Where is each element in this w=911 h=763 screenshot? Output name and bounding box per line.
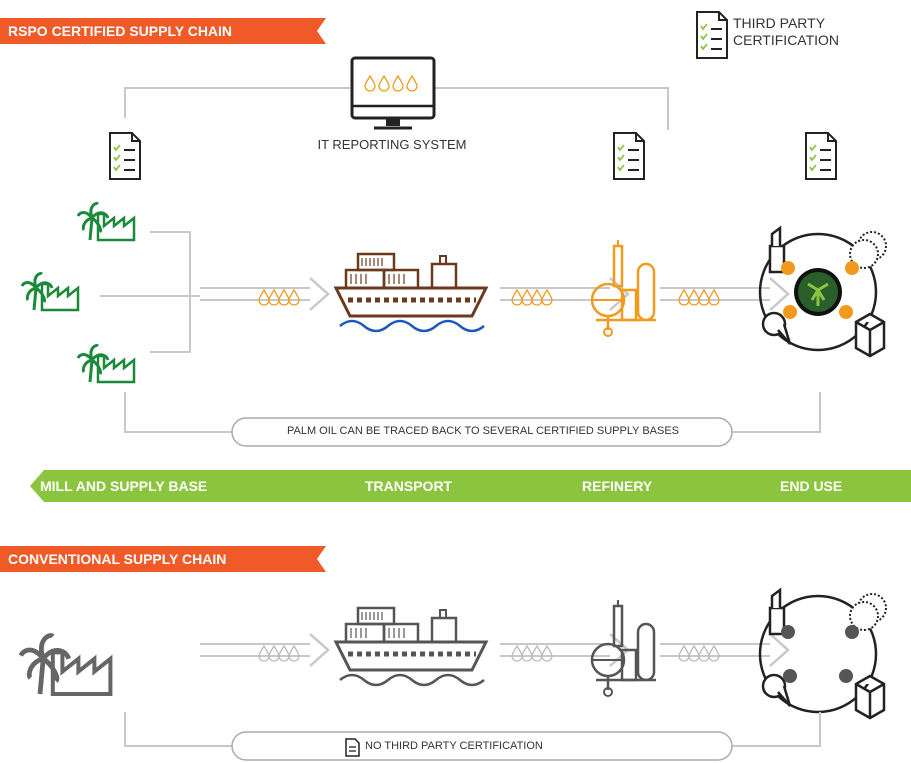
legend-label: THIRD PARTY CERTIFICATION [733, 15, 840, 48]
conventional-waves-icon [338, 673, 486, 687]
certification-doc-icon [613, 132, 645, 180]
monitor-icon [350, 56, 436, 130]
certification-doc-icon [805, 132, 837, 180]
certification-doc-icon [109, 132, 141, 180]
trace-pill [231, 417, 733, 447]
conventional-end-use-icon [758, 588, 888, 720]
stage-transport: TRANSPORT [365, 478, 453, 494]
conventional-bracket [124, 712, 821, 747]
rspo-banner: RSPO CERTIFIED SUPPLY CHAIN [0, 18, 326, 44]
stage-refinery: REFINERY [582, 478, 653, 494]
ship-icon [336, 254, 486, 316]
conventional-mill-icon [21, 636, 111, 694]
it-link-lines [124, 87, 669, 118]
stage-mill: MILL AND SUPPLY BASE [40, 478, 208, 494]
conventional-title: CONVENTIONAL SUPPLY CHAIN [8, 551, 227, 567]
flow-arrow [658, 276, 790, 312]
trace-bracket [124, 392, 821, 433]
stage-end-use: END USE [780, 478, 843, 494]
conventional-ship-icon [336, 608, 486, 670]
rspo-title: RSPO CERTIFIED SUPPLY CHAIN [8, 23, 233, 39]
conventional-banner: CONVENTIONAL SUPPLY CHAIN [0, 546, 326, 572]
no-cert-doc-icon [345, 738, 360, 757]
no-cert-note: NO THIRD PARTY CERTIFICATION [365, 740, 543, 752]
palm-badge [794, 268, 842, 316]
stage-bar [30, 470, 911, 502]
mill-icon [76, 344, 136, 384]
conventional-product-drops [781, 625, 859, 683]
merge-lines [100, 231, 200, 353]
legend-doc-icon [696, 11, 728, 59]
waves-icon [338, 319, 486, 333]
flow-arrow [658, 632, 790, 668]
trace-note: PALM OIL CAN BE TRACED BACK TO SEVERAL C… [286, 425, 680, 437]
product-drops [781, 261, 859, 319]
it-reporting-label: IT REPORTING SYSTEM [317, 137, 467, 152]
mill-icon [76, 202, 136, 242]
mill-icon [20, 272, 80, 312]
